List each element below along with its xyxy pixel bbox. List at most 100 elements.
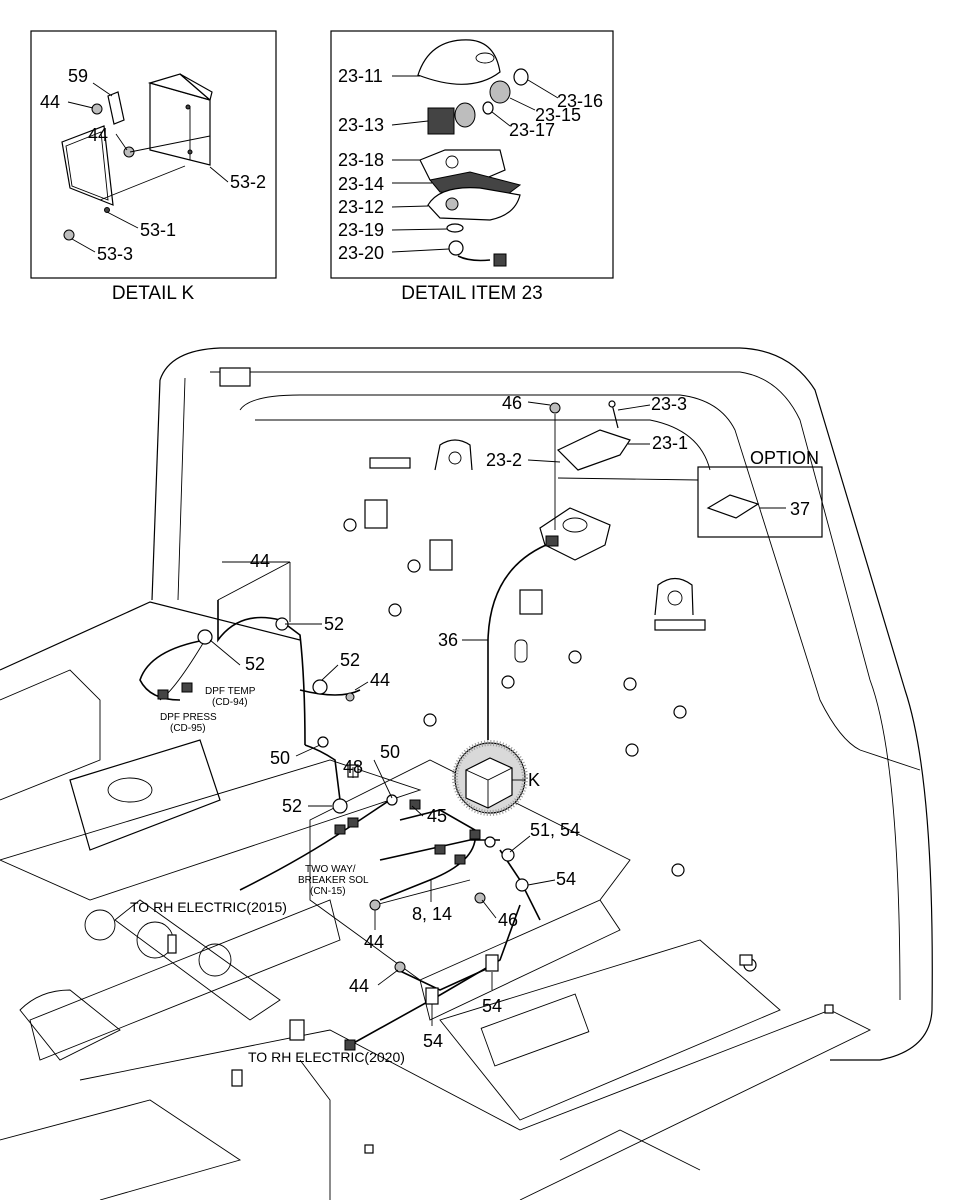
label-53-2: 53-2: [230, 172, 266, 192]
bolt-46: [549, 402, 561, 414]
clamp-54-d: [485, 954, 499, 972]
machine-frame: [0, 347, 933, 1200]
cover-23-1: [556, 429, 631, 471]
label-48: 48: [343, 757, 363, 777]
label-54: 54: [423, 1031, 443, 1051]
detail-k-magnifier: [452, 740, 528, 816]
label-breaker-sol: BREAKER SOL: [298, 875, 369, 886]
label-23-13: 23-13: [338, 115, 384, 135]
label-46: 46: [498, 910, 518, 930]
screw-44-c: [369, 899, 381, 911]
plate-37: [706, 494, 760, 519]
frame-plate: [69, 739, 221, 851]
wire-36: [487, 544, 547, 740]
label-23-2: 23-2: [486, 450, 522, 470]
connector-dpf-press: [157, 689, 169, 700]
slot: [514, 639, 528, 663]
cover-53-1: [61, 125, 114, 213]
o-ring-23-17: [482, 101, 494, 115]
label-dpf-temp: DPF TEMP: [205, 686, 256, 697]
lifting-eye-right: [654, 577, 694, 616]
base-23-12: [427, 187, 521, 221]
label-52: 52: [340, 650, 360, 670]
bracket-59: [63, 91, 135, 241]
detail-k-frame: [30, 30, 277, 279]
label-37: 37: [790, 499, 810, 519]
label-52: 52: [245, 654, 265, 674]
option-frame: [697, 466, 823, 538]
label-23-20: 23-20: [338, 243, 384, 263]
label-44: 44: [250, 551, 270, 571]
label-44: 44: [88, 125, 108, 145]
detail-item-23-panel: 23-11 23-16 23-15 23-13 23-17 23-18 23-1…: [330, 30, 614, 279]
connector-dpf-temp: [181, 682, 193, 693]
label-36: 36: [438, 630, 458, 650]
bracket-block-c: [429, 539, 453, 571]
screw-44-d: [394, 961, 406, 973]
label-dpf-press: DPF PRESS: [160, 712, 217, 723]
beacon-mount: [539, 400, 631, 561]
label-53-3: 53-3: [97, 244, 133, 264]
label-23-14: 23-14: [338, 174, 384, 194]
screw-44-a: [91, 103, 103, 115]
o-ring-23-19: [446, 223, 464, 233]
label-23-16: 23-16: [557, 91, 603, 111]
label-8-14: 8, 14: [412, 904, 452, 924]
lifting-eye-left: [434, 439, 473, 471]
label-two-way: TWO WAY/: [305, 864, 356, 875]
screw-44: [345, 692, 355, 702]
bracket-plate-a: [369, 457, 411, 469]
clamp-50-b: [386, 794, 398, 806]
label-cn-15: (CN-15): [310, 886, 346, 897]
label-to-rh-electric-2015: TO RH ELECTRIC(2015): [130, 899, 287, 915]
label-k: K: [528, 770, 540, 790]
label-52: 52: [324, 614, 344, 634]
label-50: 50: [270, 748, 290, 768]
label-23-12: 23-12: [338, 197, 384, 217]
leader-lines: [209, 401, 651, 1026]
mount-pad: [219, 367, 251, 387]
label-23-18: 23-18: [338, 150, 384, 170]
bosses: [343, 518, 757, 972]
clamp-50-a: [317, 736, 329, 748]
beacon-connector: [545, 535, 559, 547]
label-23-11: 23-11: [338, 66, 383, 86]
label-dpf-press-code: (CD-95): [170, 723, 206, 734]
bracket-plate-b: [654, 619, 706, 631]
label-dpf-temp-code: (CD-94): [212, 697, 248, 708]
pin-23-3: [611, 403, 619, 429]
clamp-52-d: [332, 798, 348, 814]
label-to-rh-electric-2020: TO RH ELECTRIC(2020): [248, 1049, 405, 1065]
label-23-15: 23-15: [535, 105, 581, 125]
detail-k-panel: 59 44 44 53-2 53-1 53-3: [30, 30, 277, 279]
clamp-54-b: [515, 878, 529, 892]
label-52: 52: [282, 796, 302, 816]
harness-23-20: [448, 240, 507, 267]
label-54: 54: [482, 996, 502, 1016]
connectors: [157, 617, 529, 1051]
clamp-52-c: [312, 679, 328, 695]
label-50: 50: [380, 742, 400, 762]
bracket-block-b: [519, 589, 543, 615]
option-box: [557, 466, 823, 538]
nut-23-15: [489, 80, 511, 104]
detail-23-caption: DETAIL ITEM 23: [401, 283, 542, 304]
detail-23-frame: [330, 30, 614, 279]
o-ring-23-16: [513, 68, 529, 86]
label-45: 45: [427, 806, 447, 826]
beacon-lens-23-11: [417, 39, 501, 85]
label-44: 44: [349, 976, 369, 996]
label-59: 59: [68, 66, 88, 86]
label-54: 54: [556, 869, 576, 889]
label-23-17: 23-17: [509, 120, 555, 140]
option-caption: OPTION: [750, 448, 819, 468]
clamp-54-c: [425, 987, 439, 1005]
label-44: 44: [40, 92, 60, 112]
label-44: 44: [370, 670, 390, 690]
box-53-2: [147, 73, 213, 166]
label-53-1: 53-1: [140, 220, 176, 240]
label-23-3: 23-3: [651, 394, 687, 414]
clamp-52-a: [197, 629, 213, 645]
switch-23-13: [427, 101, 494, 135]
